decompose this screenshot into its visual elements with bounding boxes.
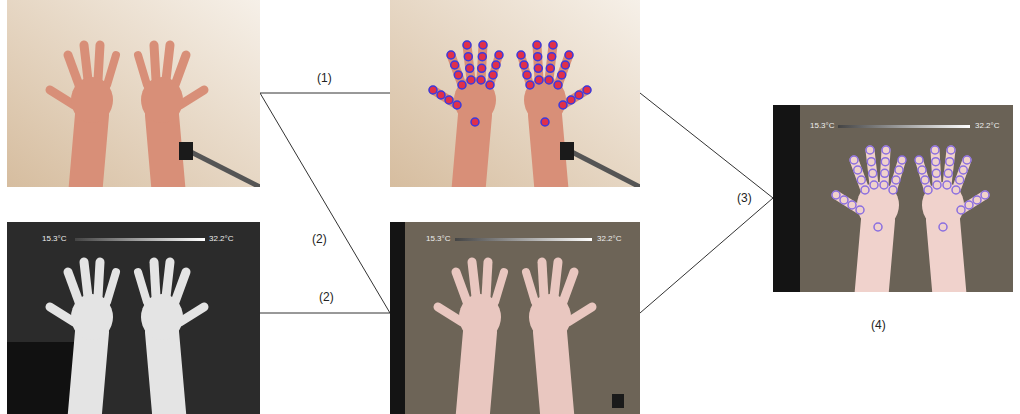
temperature-max: 32.2°C (597, 234, 622, 244)
step-number: (2) (311, 232, 328, 246)
step-number: (2) (318, 290, 335, 304)
fused-result (773, 105, 1013, 335)
temperature-max: 32.2°C (975, 121, 1000, 131)
overlay-image (390, 222, 640, 414)
temperature-min: 15.3°C (426, 234, 451, 244)
temperature-min: 15.3°C (810, 121, 835, 131)
step-number: (1) (316, 71, 333, 85)
temperature-max: 32.2°C (209, 234, 234, 244)
temperature-min: 15.3°C (42, 234, 67, 244)
keypoint-photo (390, 0, 640, 230)
rgb-photo (7, 0, 260, 230)
step-number: (3) (736, 191, 753, 205)
step-number: (4) (870, 318, 887, 332)
thermal-image (7, 222, 260, 414)
